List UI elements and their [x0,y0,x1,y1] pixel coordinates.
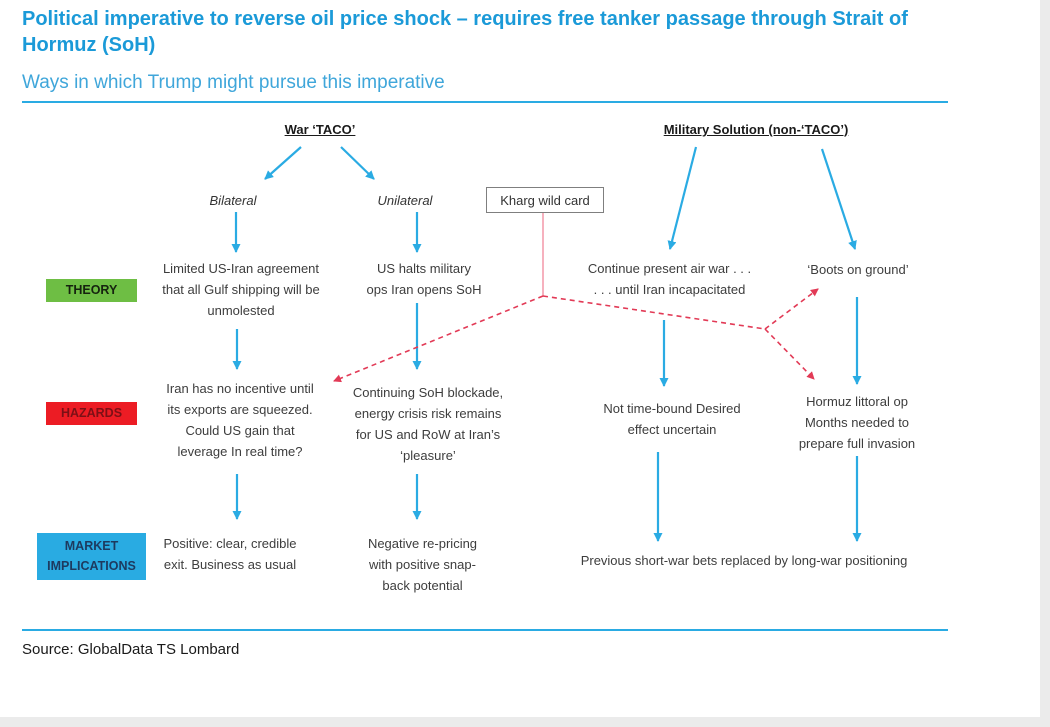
branch-unilateral: Unilateral [377,193,433,208]
page-title: Political imperative to reverse oil pric… [22,8,908,57]
bottom-divider [22,629,948,631]
top-divider [22,101,948,103]
hazards-bilateral-node: Iran has no incentive until its exports … [166,381,314,460]
theory-unilateral-node: US halts military ops Iran opens SoH [366,261,482,298]
page-edge-right [1040,0,1050,727]
row-label-market-implications: MARKET IMPLICATIONS [37,533,146,580]
hazards-invasion-node: Hormuz littoral op Months needed to prep… [798,394,916,452]
market-unilateral-node: Negative re-pricing with positive snap- … [367,536,478,594]
theory-bilateral-node: Limited US-Iran agreement that all Gulf … [162,261,320,319]
hazards-unilateral-node: Continuing SoH blockade, energy crisis r… [352,385,504,464]
branch-header-war-taco: War ‘TACO’ [284,122,356,137]
source-attribution: Source: GlobalData TS Lombard [22,641,240,658]
theory-boots-on-ground-node: ‘Boots on ground’ [807,262,909,277]
market-long-war-node: Previous short-war bets replaced by long… [580,553,908,568]
theory-air-war-node: Continue present air war . . . . . . unt… [587,261,752,298]
kharg-wild-card-box: Kharg wild card [486,187,604,213]
page-edge-bottom [0,717,1050,727]
hazards-air-war-node: Not time-bound Desired effect uncertain [603,401,741,438]
branch-bilateral: Bilateral [209,193,257,208]
branch-header-military-solution: Military Solution (non-‘TACO’) [663,122,849,137]
page-subtitle: Ways in which Trump might pursue this im… [22,72,445,93]
kharg-wild-card-label: Kharg wild card [500,192,590,208]
market-bilateral-node: Positive: clear, credible exit. Business… [163,536,297,573]
row-label-hazards: HAZARDS [46,402,137,425]
row-label-theory: THEORY [46,279,137,302]
